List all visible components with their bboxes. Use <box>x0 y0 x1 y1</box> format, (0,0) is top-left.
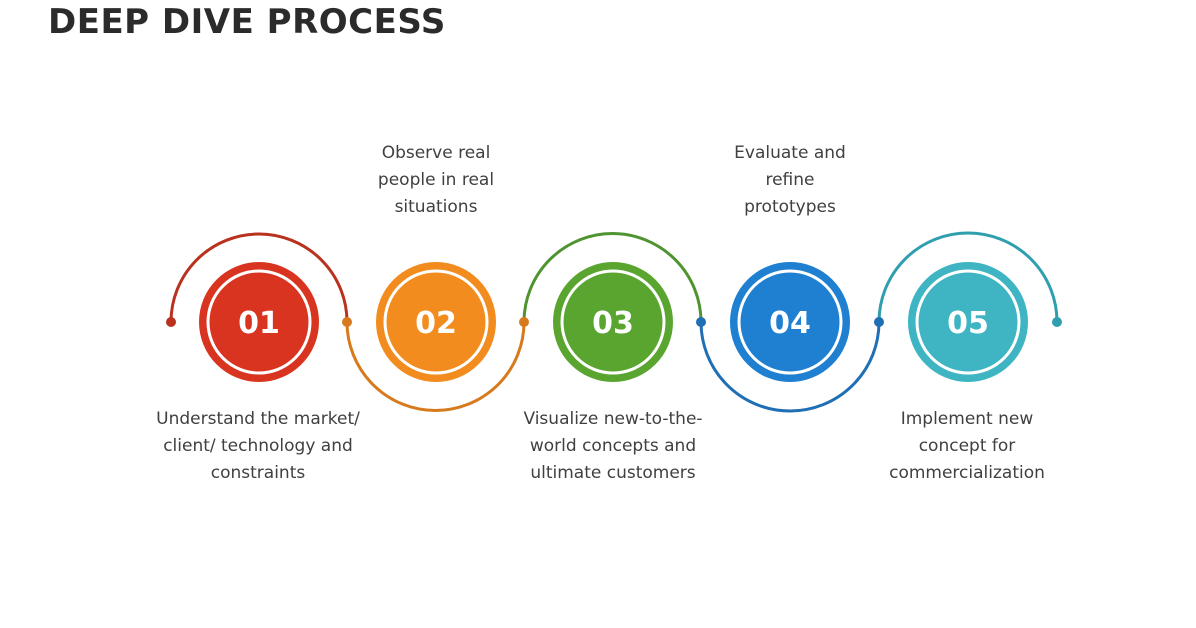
connector-dot-start <box>166 317 176 327</box>
step-3-number: 03 <box>592 306 634 341</box>
step-1-arc <box>169 232 349 323</box>
connector-dot-3-4 <box>696 317 706 327</box>
step-5-description: Implement new concept for commercializat… <box>889 409 1045 483</box>
step-3-circle: 03 <box>553 262 673 382</box>
step-1-description: Understand the market/ client/ technolog… <box>156 409 360 483</box>
page-title: DEEP DIVE PROCESS <box>48 2 446 42</box>
connector-dot-end <box>1052 317 1062 327</box>
step-4-description: Evaluate and refine prototypes <box>734 143 846 217</box>
step-1-circle: 01 <box>199 262 319 382</box>
connector-dot-4-5 <box>874 317 884 327</box>
step-4-number: 04 <box>769 306 811 341</box>
step-2-number: 02 <box>415 306 457 341</box>
connector-dot-2-3 <box>519 317 529 327</box>
step-5-arc <box>877 231 1059 323</box>
step-2-arc <box>345 321 526 412</box>
step-4-arc <box>699 321 881 413</box>
step-5-number: 05 <box>947 306 989 341</box>
connector-dot-1-2 <box>342 317 352 327</box>
step-2-description: Observe real people in real situations <box>377 143 495 217</box>
step-4-circle: 04 <box>730 262 850 382</box>
step-1-number: 01 <box>238 306 280 341</box>
step-3-arc <box>522 232 703 323</box>
step-5-circle: 05 <box>908 262 1028 382</box>
step-3-description: Visualize new-to-the- world concepts and… <box>523 409 703 483</box>
step-2-circle: 02 <box>376 262 496 382</box>
